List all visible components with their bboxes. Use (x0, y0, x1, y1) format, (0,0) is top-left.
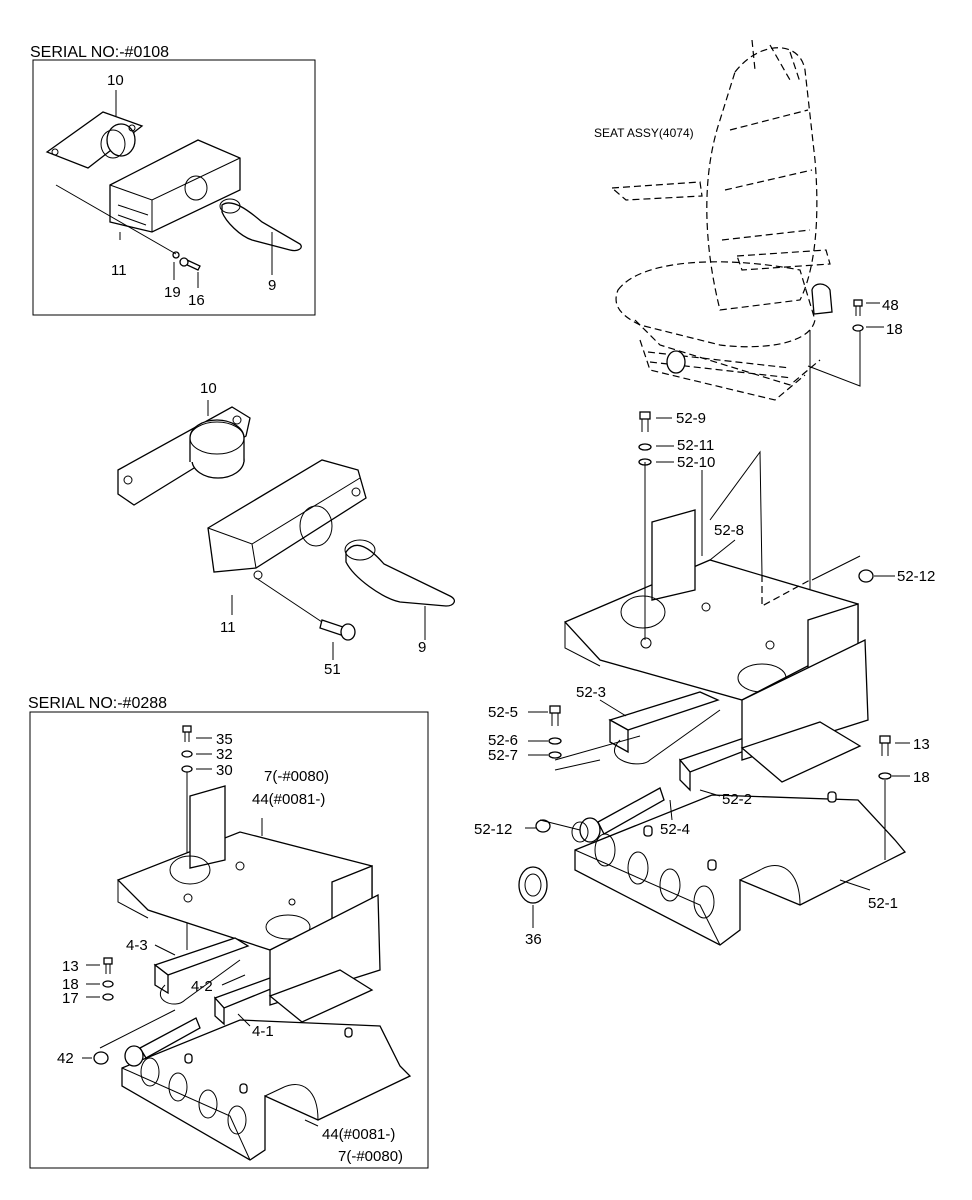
bolt-35 (182, 725, 192, 742)
label-35: 35 (216, 731, 233, 748)
washer-30 (181, 765, 193, 773)
label-11: 11 (111, 262, 127, 279)
label-4-1: 4-1 (252, 1023, 274, 1040)
lever-9-small (219, 198, 302, 252)
label-13-inset: 13 (62, 958, 79, 975)
label-7-bottom: 7(-#0080) (338, 1148, 403, 1165)
nut-42 (93, 1051, 109, 1065)
nut-52-12-lower (535, 819, 551, 833)
label-7-top: 7(-#0080) (264, 768, 329, 785)
flange-plate-10-small (45, 111, 144, 169)
washer-18-top (852, 324, 864, 332)
serial-0288-header: SERIAL NO:-#0288 (28, 695, 167, 712)
washer-18-right (878, 772, 892, 780)
label-17-inset: 17 (62, 990, 79, 1007)
label-11-mid: 11 (220, 619, 236, 636)
seat-lever (811, 283, 833, 315)
flange-plate-10 (117, 406, 251, 506)
bracket-11-small (109, 139, 241, 233)
washer-52-11 (638, 443, 652, 451)
label-4-3: 4-3 (126, 937, 148, 954)
bolt-52-5 (549, 705, 561, 726)
label-42: 42 (57, 1050, 74, 1067)
label-18-right: 18 (913, 769, 930, 786)
label-52-10: 52-10 (677, 454, 715, 471)
label-52-9: 52-9 (676, 410, 706, 427)
inset-1-frame (32, 59, 316, 316)
bolt-51 (319, 619, 356, 641)
label-52-4: 52-4 (660, 821, 690, 838)
label-52-6: 52-6 (488, 732, 518, 749)
label-52-7: 52-7 (488, 747, 518, 764)
seat-assy-label: SEAT ASSY(4074) (594, 126, 694, 140)
label-30: 30 (216, 762, 233, 779)
label-48: 48 (882, 297, 899, 314)
label-16: 16 (188, 292, 205, 309)
label-44-top: 44(#0081-) (252, 791, 325, 808)
bracket-11 (207, 459, 367, 580)
label-13-right: 13 (913, 736, 930, 753)
label-18-top: 18 (886, 321, 903, 338)
label-52-3: 52-3 (576, 684, 606, 701)
label-4-2: 4-2 (191, 978, 213, 995)
seat-base-right (563, 509, 907, 946)
bolt-48 (853, 299, 863, 316)
lever-9 (344, 539, 455, 607)
label-44-bottom: 44(#0081-) (322, 1126, 395, 1143)
bolt-13-inset (103, 957, 113, 974)
label-51: 51 (324, 661, 341, 678)
screw-16-small (179, 257, 201, 271)
label-52-12-top: 52-12 (897, 568, 935, 585)
washer-32 (181, 750, 193, 758)
grommet-36 (518, 866, 548, 904)
label-52-12-low: 52-12 (474, 821, 512, 838)
label-52-1: 52-1 (868, 895, 898, 912)
label-36: 36 (525, 931, 542, 948)
label-19: 19 (164, 284, 181, 301)
washer-52-7 (548, 751, 562, 759)
label-18-inset: 18 (62, 976, 79, 993)
washer-18-inset (102, 980, 114, 988)
label-52-2: 52-2 (722, 791, 752, 808)
nut-52-12-upper (858, 569, 874, 583)
seat-assy: SEAT ASSY(4074) (594, 39, 861, 632)
middle-parts: 10 11 51 9 (117, 380, 455, 678)
label-9: 9 (268, 277, 276, 294)
label-52-5: 52-5 (488, 704, 518, 721)
label-10: 10 (107, 72, 124, 89)
serial-0108-header: SERIAL NO:-#0108 (30, 44, 169, 61)
washer-52-6 (548, 737, 562, 745)
washer-17-inset (102, 993, 114, 1001)
label-52-8: 52-8 (714, 522, 744, 539)
seat-knob (666, 350, 686, 374)
label-10-mid: 10 (200, 380, 217, 397)
bolt-52-9 (639, 411, 651, 432)
inset-serial-0288: SERIAL NO:-#0288 35 32 30 (28, 695, 429, 1169)
label-32: 32 (216, 746, 233, 763)
inset-2-frame (29, 711, 429, 1169)
inset-serial-0108: SERIAL NO:-#0108 (30, 44, 316, 316)
label-9-mid: 9 (418, 639, 426, 656)
bolt-13 (879, 735, 891, 756)
label-52-11: 52-11 (677, 437, 714, 454)
